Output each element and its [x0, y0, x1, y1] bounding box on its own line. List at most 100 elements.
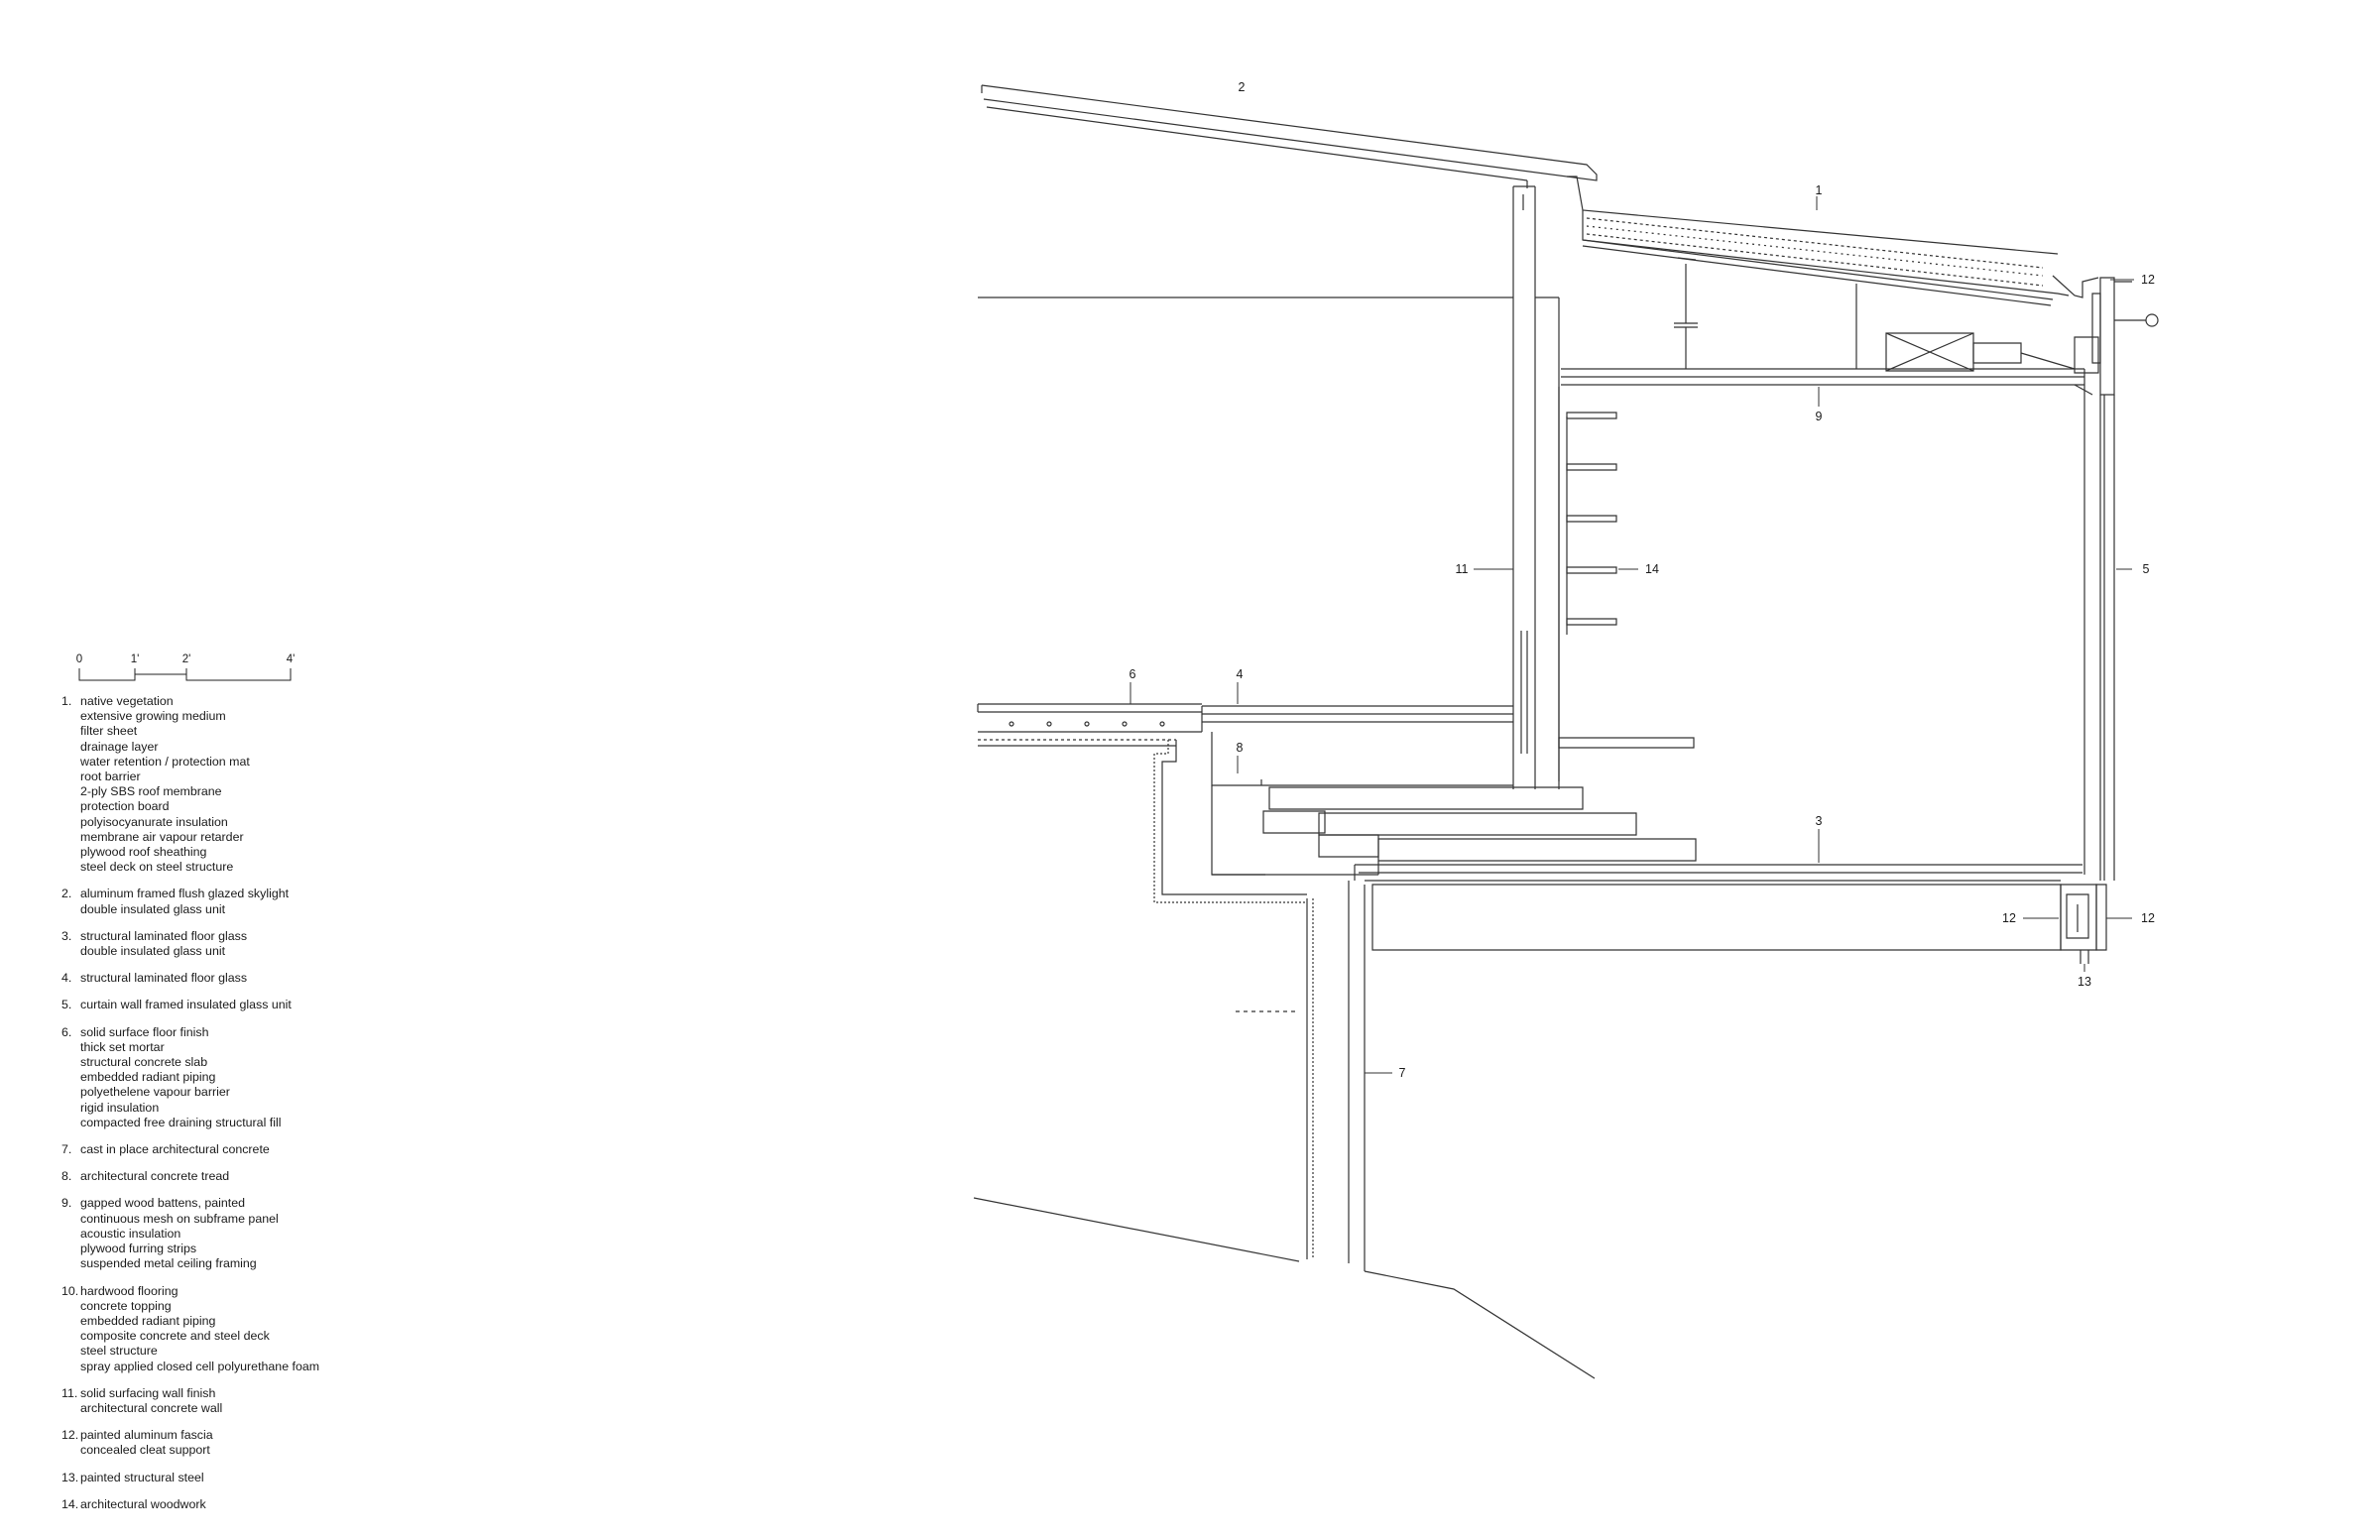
- note-line: double insulated glass unit: [80, 944, 226, 959]
- note-line: structural concrete slab: [80, 1055, 208, 1070]
- note-number: 5.: [61, 998, 72, 1012]
- note-line: double insulated glass unit: [80, 901, 226, 916]
- scale-label: 0: [76, 653, 82, 665]
- note-line: embedded radiant piping: [80, 1313, 216, 1328]
- note-line: aluminum framed flush glazed skylight: [80, 887, 290, 901]
- note-row: 7.cast in place architectural concrete: [61, 1142, 478, 1157]
- note-number: 14.: [61, 1496, 79, 1511]
- note-line: composite concrete and steel deck: [80, 1329, 270, 1344]
- callout-5: 5: [2143, 562, 2150, 576]
- fascia-top: [2092, 278, 2158, 395]
- callout-8: 8: [1237, 741, 1244, 755]
- note-line: thick set mortar: [80, 1039, 165, 1054]
- note-number: 4.: [61, 971, 72, 986]
- note-row: 2-ply SBS roof membrane: [61, 784, 478, 799]
- note-line: steel structure: [80, 1344, 158, 1359]
- note-number: 6.: [61, 1024, 72, 1039]
- note-row: suspended metal ceiling framing: [61, 1256, 478, 1271]
- note-number: 7.: [61, 1142, 72, 1157]
- note-line: steel deck on steel structure: [80, 860, 234, 875]
- note-row: 11.solid surfacing wall finish: [61, 1386, 478, 1401]
- callout-12: 12: [2002, 911, 2016, 925]
- note-line: 2-ply SBS roof membrane: [80, 784, 222, 799]
- note-row: steel deck on steel structure: [61, 860, 478, 875]
- note-row: embedded radiant piping: [61, 1314, 478, 1329]
- note-line: hardwood flooring: [80, 1283, 178, 1298]
- note-row: membrane air vapour retarder: [61, 830, 478, 845]
- note-row: plywood furring strips: [61, 1242, 478, 1256]
- note-row: 6. solid surface floor finish: [61, 1025, 478, 1040]
- scale-bar: 0 1' 2' 4': [76, 653, 295, 691]
- callout-13: 13: [2078, 975, 2091, 989]
- note-row: double insulated glass unit: [61, 902, 478, 917]
- note-row: double insulated glass unit: [61, 944, 478, 959]
- note-row: acoustic insulation: [61, 1227, 478, 1242]
- note-line: native vegetation: [80, 694, 174, 708]
- fascia-bottom: [2061, 885, 2106, 964]
- note-line: solid surface floor finish: [80, 1024, 209, 1039]
- note-line: rigid insulation: [80, 1100, 160, 1115]
- callout-4: 4: [1237, 667, 1244, 681]
- note-row: concrete topping: [61, 1299, 478, 1314]
- note-row: plywood roof sheathing: [61, 845, 478, 860]
- rigid-insulation: [1154, 740, 1313, 1259]
- note-row: 3.structural laminated floor glass: [61, 929, 478, 944]
- note-row: rigid insulation: [61, 1101, 478, 1116]
- note-row: 4. structural laminated floor glass: [61, 971, 478, 986]
- note-item: 14.architectural woodwork: [61, 1497, 478, 1512]
- note-item: 5. curtain wall framed insulated glass un…: [61, 998, 478, 1012]
- note-line: plywood furring strips: [80, 1242, 197, 1256]
- note-line: structural laminated floor glass: [80, 971, 248, 986]
- callout-12: 12: [2141, 911, 2155, 925]
- note-line: curtain wall framed insulated glass unit: [80, 998, 292, 1012]
- note-line: drainage layer: [80, 739, 159, 754]
- note-line: architectural concrete wall: [80, 1400, 223, 1415]
- note-row: continuous mesh on subframe panel: [61, 1212, 478, 1227]
- note-row: root barrier: [61, 770, 478, 784]
- note-row: 1. native vegetation: [61, 694, 478, 709]
- linear-diffuser-duct: [1886, 333, 2098, 373]
- note-number: 1.: [61, 694, 72, 708]
- note-line: protection board: [80, 799, 170, 814]
- note-line: polyisocyanurate insulation: [80, 814, 228, 829]
- glass-floor: [1355, 865, 2082, 950]
- note-row: thick set mortar: [61, 1040, 478, 1055]
- stair-treads: [1212, 732, 1696, 875]
- note-line: continuous mesh on subframe panel: [80, 1211, 279, 1226]
- ceiling: [1561, 369, 2092, 395]
- leader-lines: [1130, 196, 2134, 1073]
- note-line: polyethelene vapour barrier: [80, 1085, 230, 1100]
- note-line: spray applied closed cell polyurethane f…: [80, 1359, 320, 1373]
- callout-9: 9: [1816, 410, 1823, 423]
- note-line: gapped wood battens, painted: [80, 1196, 246, 1211]
- note-line: painted aluminum fascia: [80, 1428, 213, 1443]
- note-row: structural concrete slab: [61, 1055, 478, 1070]
- curtain-wall: [2084, 393, 2114, 881]
- note-row: water retention / protection mat: [61, 755, 478, 770]
- scale-label: 2': [182, 653, 191, 665]
- scale-bar-line: [79, 668, 291, 680]
- foundation-wall: [974, 881, 1595, 1378]
- note-row: steel structure: [61, 1344, 478, 1359]
- callout-12: 12: [2141, 273, 2155, 287]
- note-row: polyethelene vapour barrier: [61, 1085, 478, 1100]
- floor-slab: [978, 704, 1513, 746]
- note-row: 8.architectural concrete tread: [61, 1169, 478, 1184]
- callout-6: 6: [1130, 667, 1136, 681]
- note-number: 10.: [61, 1283, 79, 1298]
- note-row: filter sheet: [61, 724, 478, 739]
- note-line: structural laminated floor glass: [80, 928, 248, 943]
- note-row: 13.painted structural steel: [61, 1471, 478, 1485]
- note-number: 11.: [61, 1385, 78, 1400]
- note-line: membrane air vapour retarder: [80, 829, 244, 844]
- note-line: solid surfacing wall finish: [80, 1385, 216, 1400]
- note-number: 12.: [61, 1428, 79, 1443]
